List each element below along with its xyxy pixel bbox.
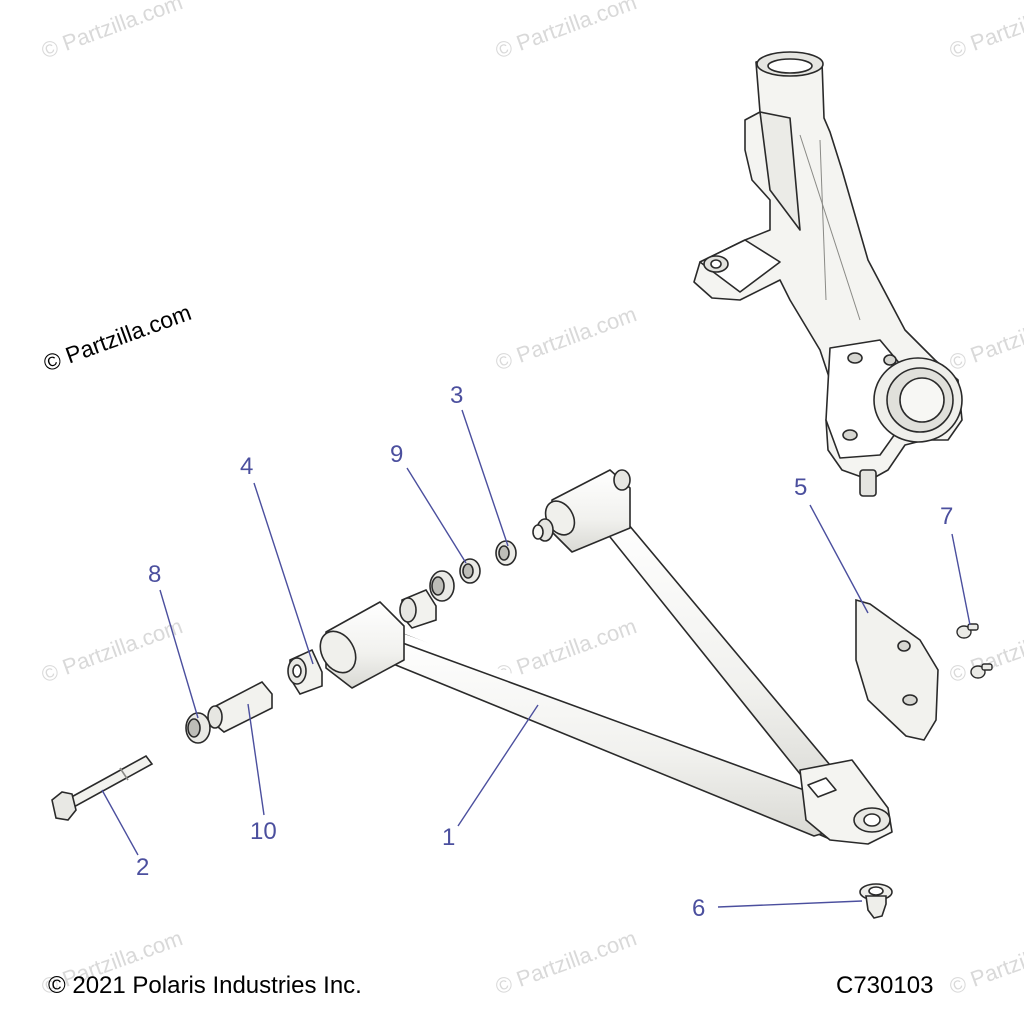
diagram-code: C730103 xyxy=(836,972,934,999)
callout-6: 6 xyxy=(692,895,706,922)
callout-5: 5 xyxy=(794,474,808,501)
callout-10: 10 xyxy=(250,818,277,845)
steering-knuckle xyxy=(693,51,963,497)
callout-1: 1 xyxy=(442,824,456,851)
callout-7: 7 xyxy=(940,503,954,530)
bolt xyxy=(51,754,154,821)
callout-4: 4 xyxy=(240,453,254,480)
callout-3: 3 xyxy=(450,382,464,409)
bushing-set xyxy=(185,540,517,744)
nut xyxy=(859,883,893,919)
leader-lines xyxy=(101,409,971,908)
screws xyxy=(956,623,993,679)
callout-2: 2 xyxy=(136,854,150,881)
callout-9: 9 xyxy=(390,441,404,468)
bracket xyxy=(855,598,939,741)
copyright-text: © 2021 Polaris Industries Inc. xyxy=(48,972,362,999)
callout-8: 8 xyxy=(148,561,162,588)
a-arm xyxy=(319,469,893,845)
